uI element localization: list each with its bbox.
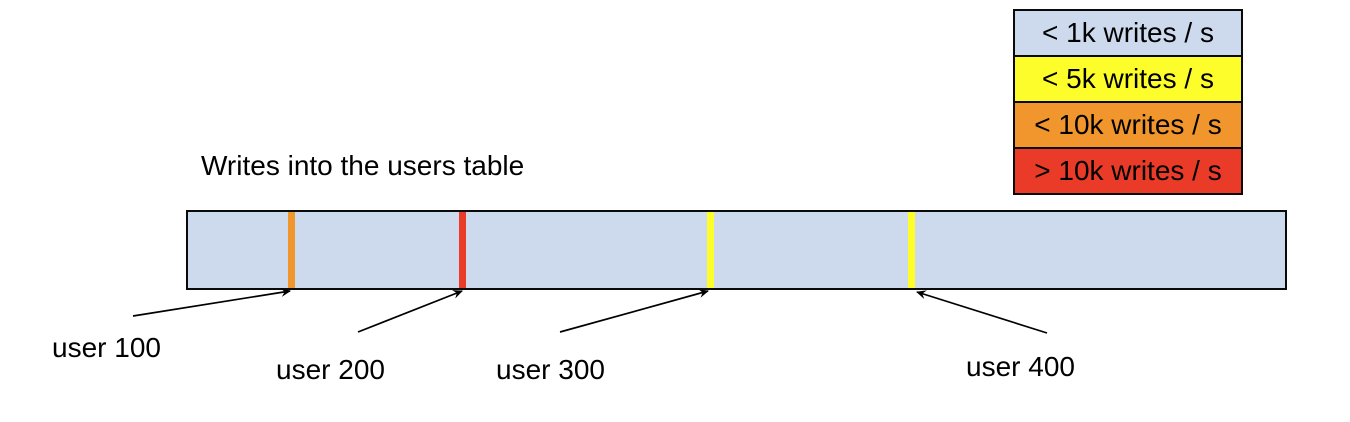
legend-item-lt-1k: < 1k writes / s [1013, 9, 1243, 57]
users-table-bar [186, 210, 1287, 290]
legend-item-lt-10k: < 10k writes / s [1013, 101, 1243, 149]
legend-item-gt-10k: > 10k writes / s [1013, 147, 1243, 195]
legend-label: < 1k writes / s [1042, 17, 1214, 48]
legend-label: < 5k writes / s [1042, 63, 1214, 94]
label-user-400: user 400 [966, 351, 1075, 382]
arrow-user-100 [132, 287, 291, 317]
diagram-title: Writes into the users table [201, 150, 525, 181]
stripe-user-100 [288, 212, 295, 288]
label-user-100: user 100 [52, 332, 161, 363]
legend-label: < 10k writes / s [1034, 109, 1222, 140]
stripe-user-200 [459, 212, 466, 288]
label-user-300: user 300 [496, 354, 605, 385]
arrow-user-200 [357, 290, 463, 333]
arrow-user-400 [916, 290, 1048, 334]
legend: < 1k writes / s < 5k writes / s < 10k wr… [1013, 9, 1243, 195]
stripe-user-400 [908, 212, 915, 288]
label-user-200: user 200 [276, 354, 385, 385]
arrow-user-300 [559, 289, 709, 333]
legend-label: > 10k writes / s [1034, 155, 1222, 186]
stripe-user-300 [707, 212, 714, 288]
legend-item-lt-5k: < 5k writes / s [1013, 55, 1243, 103]
